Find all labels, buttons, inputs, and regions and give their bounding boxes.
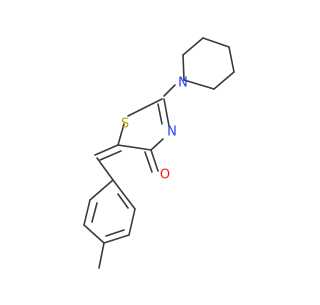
bond-piperidine-3 <box>202 37 230 48</box>
bond-benzene-inner-3 <box>91 202 98 223</box>
bond-c5-s <box>117 123 125 146</box>
bond-benzene-2 <box>128 208 136 236</box>
bond-c4-o-double <box>144 151 153 173</box>
bond-ch-aryl <box>96 157 114 181</box>
bond-c2-n3 <box>163 98 170 127</box>
bond-benzene-4 <box>83 224 105 244</box>
bond-piperidine-1 <box>182 54 185 81</box>
bond-c2-s <box>127 98 163 117</box>
bond-n-c2 <box>163 84 176 97</box>
bond-c4-c5 <box>117 144 152 151</box>
ring-nitrogen-atom-label: N <box>167 125 177 140</box>
sulfur-atom-label: S <box>121 117 129 132</box>
bond-c2-n3-double <box>157 103 163 125</box>
bond-c5-ch <box>94 144 119 156</box>
molecule-canvas: S N N O <box>83 37 235 269</box>
bond-piperidine-5 <box>213 71 235 90</box>
bond-piperidine-4 <box>228 46 235 73</box>
bond-piperidine-6 <box>183 79 215 90</box>
bond-benzene-1 <box>112 179 136 210</box>
bond-n3-c4 <box>150 138 164 151</box>
bond-methyl <box>98 242 105 269</box>
bond-benzene-3 <box>103 234 130 244</box>
bond-c5-ch-double <box>99 150 122 161</box>
bond-benzene-5 <box>83 199 91 226</box>
piperidine-nitrogen-atom-label: N <box>178 76 188 91</box>
bond-benzene-inner-2 <box>105 229 125 237</box>
bond-benzene-inner-1 <box>117 193 129 209</box>
bond-piperidine-2 <box>182 37 204 56</box>
oxygen-atom-label: O <box>160 168 170 183</box>
bond-benzene-6 <box>89 179 114 201</box>
bond-c4-o <box>150 149 159 172</box>
bond-lines <box>83 37 235 269</box>
molecule-structure: S N N O <box>83 37 235 269</box>
